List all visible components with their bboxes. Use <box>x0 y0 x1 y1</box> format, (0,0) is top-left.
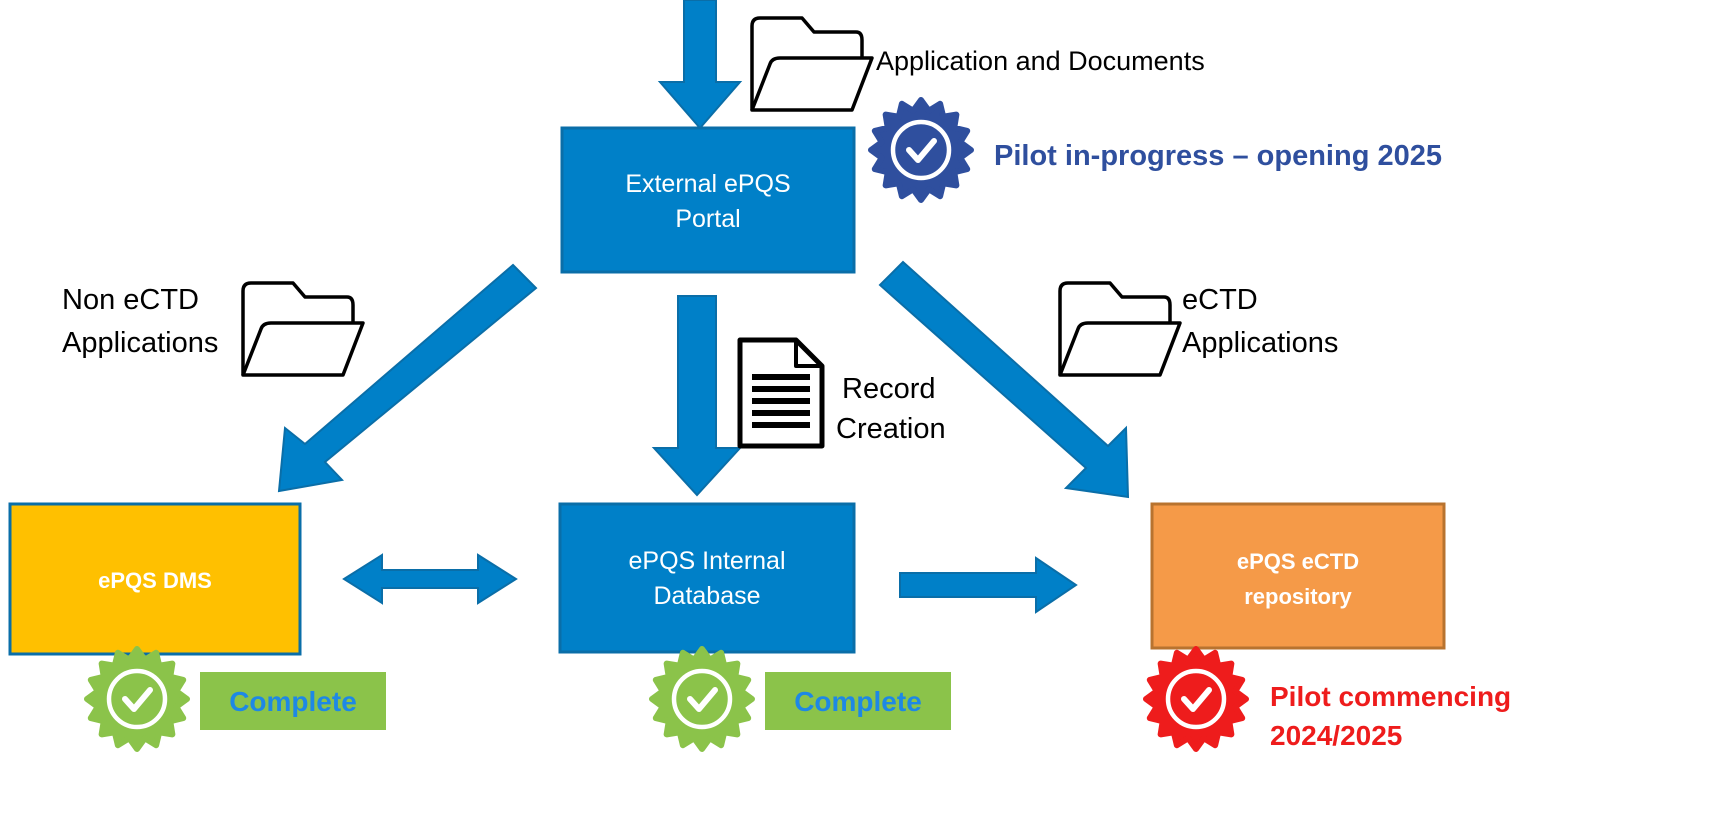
ectd-label-line2: Applications <box>1182 327 1338 359</box>
check-badge-icon <box>868 97 974 203</box>
database-status-pill <box>765 672 951 730</box>
non-ectd-label-line2: Applications <box>62 327 218 359</box>
portal-label-line1: External ePQS <box>625 170 790 198</box>
record-creation-line2: Creation <box>836 413 946 445</box>
database-label-line2: Database <box>653 582 760 610</box>
portal-status-text: Pilot in-progress – opening 2025 <box>994 140 1442 172</box>
dms-box[interactable] <box>8 502 302 656</box>
document-icon <box>737 337 825 449</box>
database-label-line1: ePQS Internal <box>628 547 785 575</box>
repository-label-line1: ePQS eCTD <box>1237 549 1359 574</box>
non-ectd-label-line1: Non eCTD <box>62 284 199 316</box>
incoming-arrow <box>657 0 743 130</box>
check-badge-icon <box>649 646 755 752</box>
record-creation-line1: Record <box>842 373 936 405</box>
database-to-repository-arrow <box>899 556 1078 614</box>
dms-label: ePQS DMS <box>98 568 212 593</box>
folder-icon <box>241 281 365 377</box>
portal-label-line2: Portal <box>675 205 740 233</box>
portal-to-database-arrow <box>651 295 743 497</box>
folder-icon <box>750 16 874 112</box>
check-badge-icon <box>84 646 190 752</box>
portal-box[interactable] <box>560 126 856 274</box>
repository-status-line1: Pilot commencing <box>1270 681 1511 712</box>
repository-box[interactable] <box>1150 502 1446 650</box>
portal-to-dms-arrow <box>277 263 538 493</box>
ectd-label-line1: eCTD <box>1182 284 1258 316</box>
repository-label-line2: repository <box>1244 584 1352 609</box>
repository-status-line2: 2024/2025 <box>1270 720 1402 751</box>
folder-icon <box>1058 281 1182 377</box>
dms-database-double-arrow <box>342 553 518 605</box>
check-badge-icon <box>1143 646 1249 752</box>
dms-status-text: Complete <box>229 686 357 717</box>
database-status-text: Complete <box>794 686 922 717</box>
dms-status-pill <box>200 672 386 730</box>
database-box[interactable] <box>558 502 856 654</box>
portal-to-repository-arrow <box>878 260 1130 499</box>
application-documents-label: Application and Documents <box>876 46 1205 76</box>
